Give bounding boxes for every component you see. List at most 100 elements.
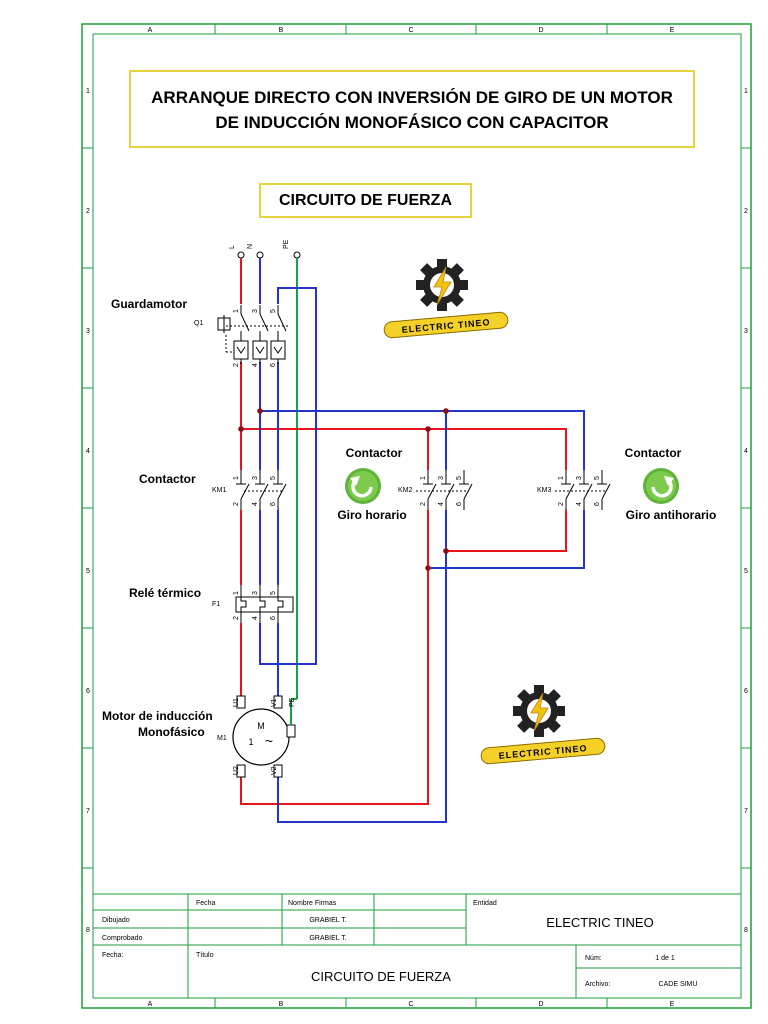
supply-terminals: L N PE [229,239,301,259]
frame-row-3-left: 3 [86,328,90,335]
svg-text:3: 3 [252,309,259,313]
counterclockwise-rotation-icon [643,468,679,504]
svg-text:6: 6 [270,616,277,620]
svg-text:6: 6 [270,502,277,506]
svg-text:2: 2 [233,363,240,367]
contactor-main-terminals: 1 3 5 2 4 6 [233,476,277,506]
frame-col-e-bottom: E [670,1001,675,1008]
svg-text:2: 2 [420,502,427,506]
frame-row-4-right: 4 [744,448,748,455]
contactor-km3 [555,470,611,510]
contactor-main-label: Contactor [139,472,196,486]
svg-text:2: 2 [558,502,565,506]
supply-n-label: N [247,244,254,249]
contactor-ccw-tag: KM3 [537,487,552,494]
contactor-ccw-caption: Giro antihorario [626,508,717,522]
svg-text:4: 4 [252,616,259,620]
svg-text:4: 4 [438,502,445,506]
svg-text:3: 3 [576,476,583,480]
svg-text:4: 4 [576,502,583,506]
motor-symbol-m: M [257,721,265,731]
supply-l-label: L [229,245,236,249]
svg-text:PE: PE [289,697,296,707]
frame-row-4-left: 4 [86,448,90,455]
line-wire [240,258,567,805]
electric-tineo-logo-bottom: ELECTRIC TINEO [480,685,606,765]
svg-text:V2: V2 [271,766,278,775]
frame-row-2-right: 2 [744,208,748,215]
svg-text:U1: U1 [233,698,240,707]
diagram-title: ARRANQUE DIRECTO CON INVERSIÓN DE GIRO D… [129,70,695,148]
tb-comprobado-label: Comprobado [102,935,143,942]
tb-num-label: Núm: [585,955,602,962]
motor-tag: M1 [217,735,227,742]
tb-titulo-value: CIRCUITO DE FUERZA [311,969,451,984]
supply-pe-label: PE [283,239,290,249]
guardamotor-q1 [217,304,288,364]
motor-label-line2: Monofásico [138,725,205,739]
tb-fecha-label: Fecha: [102,952,123,959]
electric-tineo-logo-top: ELECTRIC TINEO [383,259,509,339]
frame-col-b-bottom: B [279,1001,284,1008]
diagram-subtitle: CIRCUITO DE FUERZA [259,183,472,218]
frame-row-6-left: 6 [86,688,90,695]
contactor-ccw-label: Contactor [625,446,682,460]
tb-archivo-value: CADE SIMU [659,981,698,988]
frame-col-c-top: C [408,27,413,34]
motor-label-line1: Motor de inducción [102,709,213,723]
guardamotor-label: Guardamotor [111,297,187,311]
frame-col-c-bottom: C [408,1001,413,1008]
svg-text:6: 6 [594,502,601,506]
svg-text:5: 5 [594,476,601,480]
contactor-ccw-terminals: 1 3 5 2 4 6 [558,476,601,506]
title-block [93,893,741,998]
neutral-wire [259,258,585,823]
tb-fecha-header: Fecha [196,900,216,907]
svg-text:1: 1 [233,309,240,313]
svg-text:5: 5 [270,476,277,480]
svg-text:1: 1 [233,476,240,480]
motor-m1 [232,695,297,778]
contactor-cw-caption: Giro horario [337,508,406,522]
diagram-title-line2: DE INDUCCIÓN MONOFÁSICO CON CAPACITOR [215,113,609,132]
clockwise-rotation-icon [345,468,381,504]
contactor-cw-terminals: 1 3 5 2 4 6 [420,476,463,506]
rele-label: Relé térmico [129,586,201,600]
frame-row-8-left: 8 [86,927,90,934]
svg-text:3: 3 [252,591,259,595]
tb-entidad-value: ELECTRIC TINEO [546,915,653,930]
svg-text:5: 5 [270,591,277,595]
frame-column-labels: A B C D E A B C D E [148,27,675,1008]
contactor-km2 [416,470,473,510]
thermal-relay-f1 [235,585,294,623]
frame-row-1-left: 1 [86,88,90,95]
frame-col-b-top: B [279,27,284,34]
svg-text:3: 3 [438,476,445,480]
svg-text:5: 5 [456,476,463,480]
svg-text:6: 6 [270,363,277,367]
svg-text:3: 3 [252,476,259,480]
tb-nombre-header: Nombre Firmas [288,900,337,907]
svg-text:4: 4 [252,363,259,367]
frame-col-d-top: D [538,27,543,34]
svg-text:2: 2 [233,616,240,620]
rele-tag: F1 [212,601,220,608]
tb-entidad-header: Entidad [473,900,497,907]
frame-row-7-right: 7 [744,808,748,815]
svg-text:1: 1 [420,476,427,480]
svg-text:V1: V1 [271,698,278,707]
title-block-text: Fecha Nombre Firmas Entidad Dibujado Com… [102,900,697,988]
frame-row-labels: 1 2 3 4 5 6 7 8 1 2 3 4 5 6 7 8 [86,88,748,934]
frame-row-5-left: 5 [86,568,90,575]
contactor-cw-label: Contactor [346,446,403,460]
contactor-main-tag: KM1 [212,487,227,494]
rele-terminals: 1 3 5 2 4 6 [233,591,277,620]
frame-row-3-right: 3 [744,328,748,335]
svg-text:4: 4 [252,502,259,506]
junction-dots [238,408,449,571]
contactor-km1 [236,470,287,510]
svg-text:U2: U2 [233,766,240,775]
svg-text:6: 6 [456,502,463,506]
tb-comprobado-name: GRABIEL T. [309,935,346,942]
